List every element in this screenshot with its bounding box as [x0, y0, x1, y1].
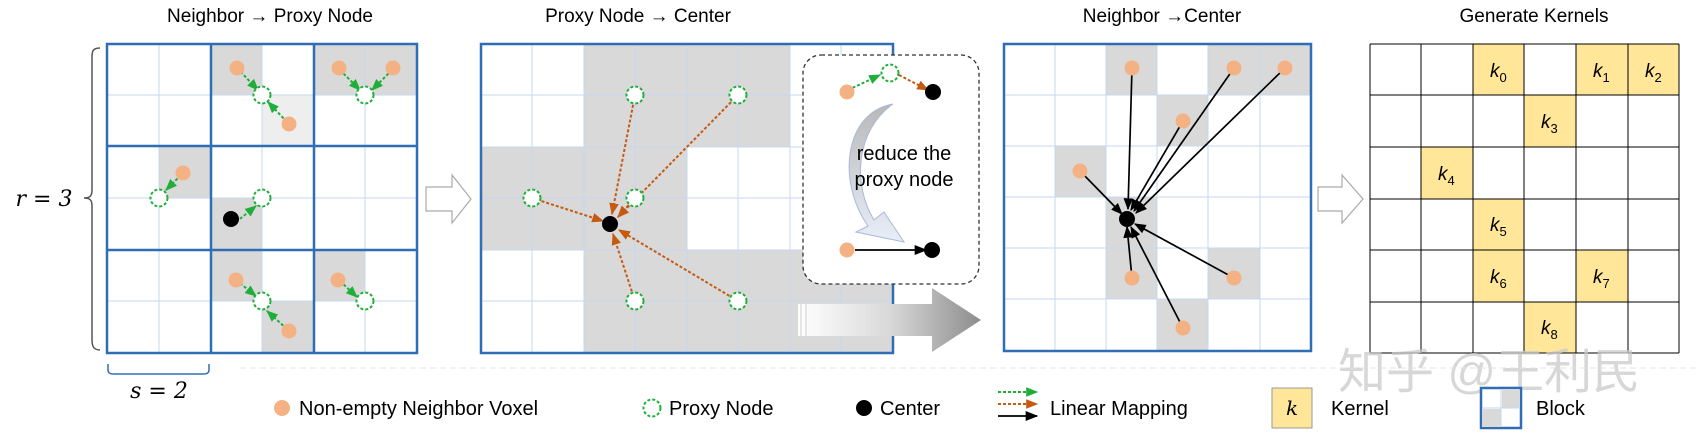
panel2-proxy-nodes: [522, 85, 748, 311]
legend-block-label: Block: [1536, 398, 1586, 420]
kernel-k7: k7: [1593, 267, 1610, 291]
reduce-text-line2: proxy node: [855, 169, 954, 191]
flow-arrow-2: [1317, 173, 1364, 225]
legend-neighbor-icon: [274, 400, 290, 416]
reduce-box: [802, 54, 980, 285]
panel1-title: Neighbor → Proxy Node: [167, 6, 373, 27]
kernel-k6: k6: [1490, 267, 1507, 291]
legend-linear-mapping-icon: [998, 387, 1039, 422]
panel3-black-arrows: [1079, 67, 1286, 329]
kernel-labels: k0 k1 k2 k3 k4 k5 k6 k7 k8: [1438, 61, 1662, 342]
legend: Non-empty Neighbor Voxel Proxy Node Cent…: [274, 386, 1586, 430]
flow-arrow-1: [425, 173, 472, 225]
kernel-k3: k3: [1541, 112, 1558, 136]
reduce-box-top: [839, 63, 941, 100]
legend-kernel-icon: [1271, 387, 1313, 429]
kernel-k1: k1: [1593, 61, 1610, 85]
legend-proxy-label: Proxy Node: [669, 398, 774, 420]
legend-kernel-symbol: k: [1286, 396, 1298, 420]
panel3-grid: [1002, 42, 1313, 353]
panel1-green-arrows: [165, 67, 393, 330]
kernel-k0: k0: [1490, 61, 1507, 85]
panel1-neighbor-voxels: [175, 60, 401, 339]
panel3-title: Neighbor →Center: [1083, 6, 1242, 27]
legend-block-icon: [1479, 386, 1523, 430]
kernel-k4: k4: [1438, 164, 1455, 188]
s-bracket: [107, 364, 210, 375]
panel3-center: [1119, 211, 1135, 227]
legend-kernel-label: Kernel: [1331, 398, 1389, 420]
panel2-center: [602, 216, 618, 232]
panel3-neighbor-voxels: [1072, 60, 1293, 336]
legend-center-icon: [856, 400, 872, 416]
r-label: r = 3: [16, 187, 73, 212]
legend-linear-label: Linear Mapping: [1050, 398, 1188, 420]
panel2-title: Proxy Node → Center: [545, 6, 732, 27]
curved-arrow-icon: [848, 103, 906, 243]
kernel-k5: k5: [1490, 215, 1507, 239]
big-flow-arrow: [798, 288, 981, 352]
kernel-k8: k8: [1541, 318, 1558, 342]
reduce-box-bottom: [839, 242, 940, 258]
r-bracket: [83, 47, 101, 351]
panel1-center: [223, 211, 239, 227]
kernel-grid: [1369, 43, 1680, 354]
kernel-k2: k2: [1645, 61, 1662, 85]
reduce-text-line1: reduce the: [857, 143, 952, 165]
panel1-proxy-nodes: [149, 85, 375, 311]
legend-center-label: Center: [880, 398, 940, 420]
s-label: s = 2: [130, 379, 188, 404]
legend-proxy-icon: [642, 398, 662, 418]
panel4-title: Generate Kernels: [1460, 6, 1609, 27]
legend-neighbor-label: Non-empty Neighbor Voxel: [299, 398, 538, 420]
